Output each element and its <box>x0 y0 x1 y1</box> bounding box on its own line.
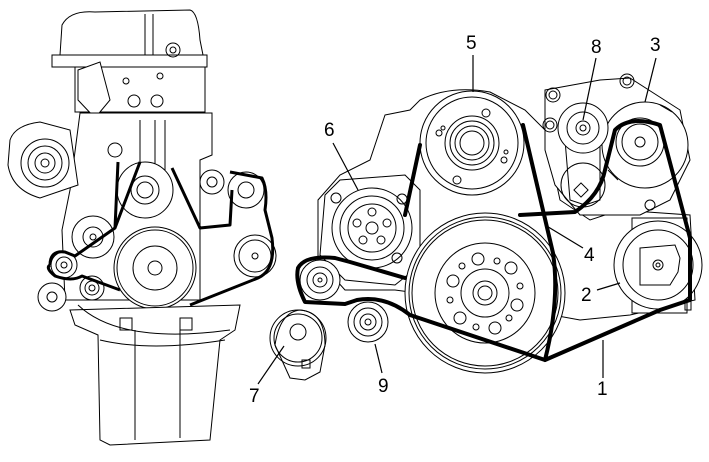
pulley-6 <box>319 174 421 286</box>
engine-front-view <box>7 9 277 446</box>
callout-6: 6 <box>324 120 335 141</box>
callout-3: 3 <box>650 35 661 56</box>
idler-left <box>299 259 341 301</box>
callout-1: 1 <box>597 379 608 400</box>
callout-4: 4 <box>584 245 595 266</box>
pulley-2 <box>613 199 703 314</box>
callout-2: 2 <box>581 285 592 306</box>
callouts: 1 2 3 4 5 6 7 8 9 <box>249 33 661 407</box>
callout-5: 5 <box>466 33 477 54</box>
pulley-5 <box>419 90 525 196</box>
pulley-9 <box>347 301 389 343</box>
pulley-8 <box>557 102 609 208</box>
callout-8: 8 <box>591 37 602 58</box>
tensioner-7 <box>269 309 327 381</box>
belt-drive-detail <box>269 73 703 381</box>
callout-9: 9 <box>378 376 389 397</box>
crankshaft-pulley <box>404 212 566 374</box>
drive-belt <box>295 119 692 362</box>
callout-7: 7 <box>249 386 260 407</box>
